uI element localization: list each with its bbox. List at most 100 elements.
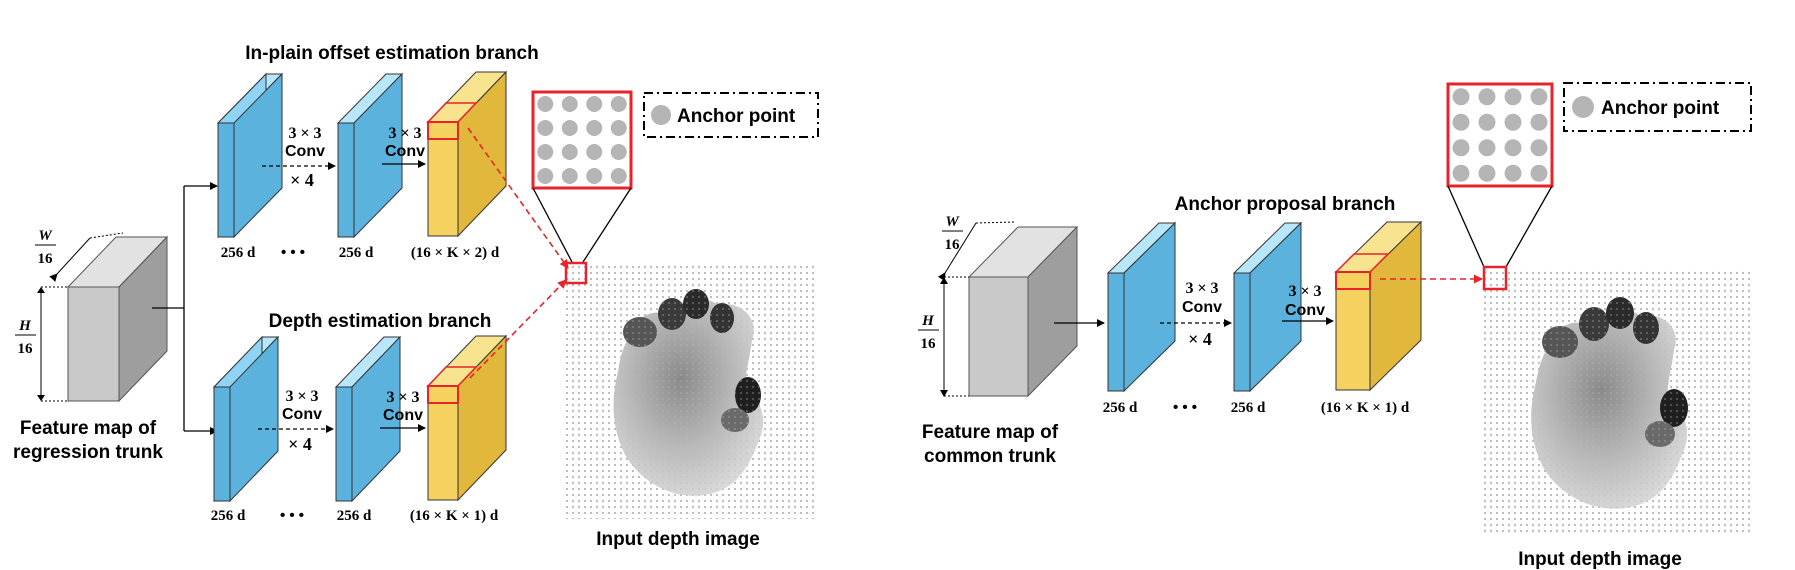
anchor-layer1-channels: 256 d	[1103, 400, 1138, 416]
anchor-point-dot	[561, 120, 578, 136]
right-height-dimension-marker: H 16	[918, 276, 969, 397]
anchor-point-dot	[610, 120, 627, 136]
right-trunk-label-line1: Feature map of	[922, 422, 1059, 443]
anchor-zoom-box	[531, 90, 633, 263]
svg-text:Conv: Conv	[285, 143, 325, 160]
anchor-conv-annotation: 3 × 3 Conv	[1282, 283, 1334, 325]
svg-text:Conv: Conv	[383, 407, 423, 424]
anchor-branch-title: Anchor proposal branch	[1175, 194, 1396, 215]
right-anchor-legend-text: Anchor point	[1601, 98, 1720, 119]
anchor-ellipsis: • • •	[1173, 399, 1197, 416]
depth-conv-annotation: 3 × 3 Conv	[380, 389, 426, 432]
right-trunk-label-line2: common trunk	[924, 446, 1056, 467]
anchor-point-dot	[586, 96, 603, 112]
anchor-point-icon	[651, 105, 671, 125]
input-depth-image	[564, 265, 818, 519]
depth-branch-title: Depth estimation branch	[269, 311, 492, 332]
anchor-point-dot	[586, 120, 603, 136]
anchor-layer2-channels: 256 d	[1231, 400, 1266, 416]
trunk-label-line1: Feature map of	[20, 418, 157, 439]
anchor-point-dot	[1478, 139, 1496, 157]
anchor-point-dot	[1452, 88, 1470, 106]
svg-text:× 4: × 4	[290, 170, 314, 190]
svg-text:3 × 3: 3 × 3	[285, 388, 318, 405]
svg-text:3 × 3: 3 × 3	[1288, 283, 1321, 300]
anchor-point-dot	[1530, 113, 1548, 131]
input-highlight-cell	[564, 261, 588, 285]
depth-branch-layer-2	[334, 335, 402, 503]
right-anchor-zoom-box	[1446, 82, 1554, 268]
offset-highlight-cell	[426, 102, 478, 140]
anchor-point-dot	[610, 168, 627, 184]
svg-text:3 × 3: 3 × 3	[386, 389, 419, 406]
left-diagram: W 16 H 16 Feature map of regression trun…	[13, 43, 819, 550]
trunk-label-line2: regression trunk	[13, 442, 163, 463]
right-width-dimension-marker: W 16	[937, 214, 1017, 282]
offset-branch-title: In-plain offset estimation branch	[245, 43, 538, 64]
svg-text:× 4: × 4	[1188, 329, 1212, 349]
right-input-depth-caption: Input depth image	[1518, 549, 1682, 570]
depth-to-input-link	[469, 279, 567, 379]
anchor-point-dot	[1452, 139, 1470, 157]
anchor-point-dot	[1504, 139, 1522, 157]
depth-highlight-cell	[426, 366, 478, 404]
anchor-point-dot	[537, 144, 554, 160]
depth-conv-repeat-annotation: 3 × 3 Conv × 4	[258, 388, 334, 454]
anchor-legend: Anchor point	[643, 92, 819, 138]
common-trunk-feature-map	[967, 225, 1079, 398]
svg-text:Conv: Conv	[1182, 299, 1222, 316]
anchor-point-dot	[610, 96, 627, 112]
svg-text:× 4: × 4	[288, 434, 312, 454]
offset-conv-repeat-annotation: 3 × 3 Conv × 4	[262, 125, 336, 190]
right-height-fraction-den: 16	[921, 336, 937, 352]
offset-branch-layer-1	[216, 72, 284, 239]
depth-layer1-channels: 256 d	[211, 508, 246, 524]
anchor-point-dot	[1504, 88, 1522, 106]
anchor-point-dot	[1478, 88, 1496, 106]
anchor-conv-repeat-annotation: 3 × 3 Conv × 4	[1160, 280, 1232, 349]
offset-output-volume	[426, 70, 508, 238]
height-fraction-num: H	[18, 318, 32, 334]
anchor-point-dot	[561, 168, 578, 184]
right-input-highlight-cell	[1482, 265, 1508, 291]
right-width-fraction-num: W	[945, 214, 960, 230]
anchor-point-dot	[537, 120, 554, 136]
offset-conv-annotation: 3 × 3 Conv	[382, 125, 426, 168]
svg-text:3 × 3: 3 × 3	[288, 125, 321, 142]
anchor-point-dot	[1478, 113, 1496, 131]
anchor-branch-layer-2	[1232, 221, 1303, 393]
offset-layer1-channels: 256 d	[221, 245, 256, 261]
depth-branch-layer-1	[212, 335, 280, 503]
anchor-point-dot	[561, 144, 578, 160]
anchor-point-dot	[537, 168, 554, 184]
depth-layer2-channels: 256 d	[337, 508, 372, 524]
anchor-point-dot	[586, 168, 603, 184]
input-depth-caption: Input depth image	[596, 529, 760, 550]
anchor-point-dot	[1504, 113, 1522, 131]
right-anchor-point-icon	[1572, 96, 1594, 118]
right-height-fraction-num: H	[921, 313, 935, 329]
right-anchor-legend: Anchor point	[1563, 82, 1752, 132]
offset-to-input-link	[467, 127, 569, 269]
anchor-legend-text: Anchor point	[677, 106, 796, 127]
depth-output-volume	[426, 334, 508, 502]
height-fraction-den: 16	[18, 341, 34, 357]
right-diagram: W 16 H 16 Feature map of common trunk An…	[918, 82, 1752, 570]
anchor-output-dim: (16 × K × 1) d	[1321, 400, 1410, 416]
offset-output-dim: (16 × K × 2) d	[411, 245, 500, 261]
width-fraction-num: W	[38, 228, 53, 244]
depth-output-dim: (16 × K × 1) d	[410, 508, 499, 524]
anchor-point-dot	[1452, 113, 1470, 131]
svg-text:3 × 3: 3 × 3	[388, 125, 421, 142]
anchor-point-dot	[1504, 164, 1522, 182]
anchor-point-dot	[1478, 164, 1496, 182]
anchor-point-dot	[537, 96, 554, 112]
anchor-point-dot	[1452, 164, 1470, 182]
anchor-point-dot	[1530, 139, 1548, 157]
right-width-fraction-den: 16	[945, 237, 961, 253]
depth-ellipsis: • • •	[280, 507, 304, 524]
offset-branch-layer-2	[336, 72, 404, 239]
anchor-point-dot	[586, 144, 603, 160]
anchor-point-dot	[1530, 88, 1548, 106]
